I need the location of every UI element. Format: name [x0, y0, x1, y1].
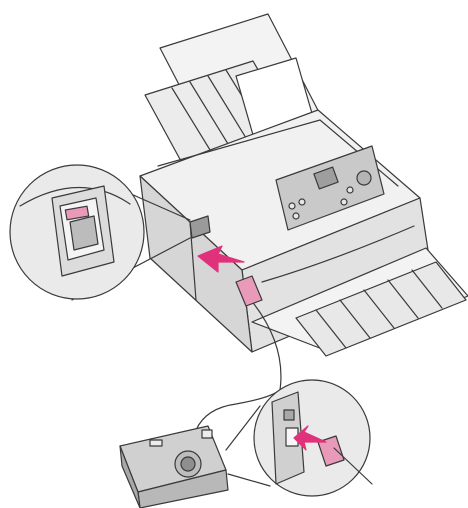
insert-arrow-camera: [293, 425, 327, 451]
printer-usb-plug: [235, 275, 263, 307]
panel-button: [340, 198, 348, 206]
output-tray: [251, 247, 468, 357]
usb-cable: [195, 303, 282, 431]
panel-button: [288, 202, 296, 210]
zoom-leader: [225, 405, 261, 451]
lcd-screen: [313, 166, 339, 190]
panel-dial: [356, 170, 372, 186]
camera: [119, 425, 229, 508]
printer-usb-port: [189, 215, 211, 239]
panel-button: [292, 212, 300, 220]
panel-button: [298, 198, 306, 206]
control-panel: [275, 145, 385, 231]
panel-button: [346, 186, 354, 194]
zoom-leader: [227, 473, 271, 487]
usb-port-zoom: [9, 164, 145, 300]
insert-arrow-printer: [197, 245, 245, 273]
